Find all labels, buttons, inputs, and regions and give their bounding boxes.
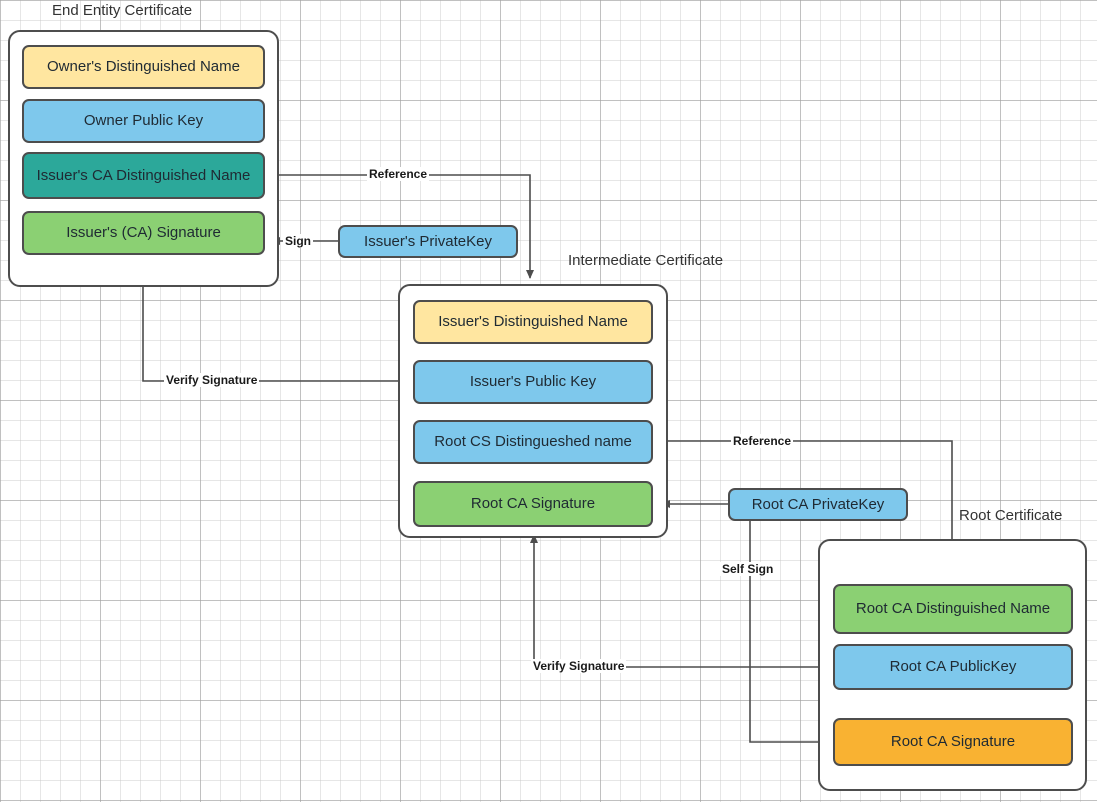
field-issuers-ca-signature: Issuer's (CA) Signature (22, 211, 265, 255)
end-entity-certificate-title: End Entity Certificate (52, 2, 193, 19)
edge-label-verify-signature-top: Verify Signature (164, 373, 260, 387)
field-root-ca-public-key: Root CA PublicKey (833, 644, 1073, 690)
field-issuers-distinguished-name: Issuer's Distinguished Name (413, 300, 653, 344)
edge-self-sign (749, 520, 827, 746)
field-root-ca-distinguished-name: Root CA Distinguished Name (833, 584, 1073, 634)
edge-verify-signature-top (139, 271, 412, 382)
field-root-ca-signature-intermediate: Root CA Signature (413, 481, 653, 527)
edge-label-sign: Sign (283, 234, 313, 248)
edge-label-reference-top: Reference (367, 167, 430, 181)
issuers-private-key-box: Issuer's PrivateKey (338, 225, 518, 258)
root-certificate-title: Root Certificate (959, 507, 1063, 524)
field-root-cs-distingueshed-name: Root CS Distingueshed name (413, 420, 653, 464)
intermediate-certificate-title: Intermediate Certificate (568, 252, 724, 269)
edge-verify-signature-bottom (530, 534, 832, 668)
field-root-ca-signature-root: Root CA Signature (833, 718, 1073, 766)
field-owners-distinguished-name: Owner's Distinguished Name (22, 45, 265, 89)
root-ca-private-key-box: Root CA PrivateKey (728, 488, 908, 521)
edge-label-verify-signature-bottom: Verify Signature (531, 659, 627, 673)
edge-label-reference-bottom: Reference (731, 434, 794, 448)
edge-label-self-sign: Self Sign (720, 562, 776, 576)
field-owner-public-key: Owner Public Key (22, 99, 265, 143)
field-issuers-public-key: Issuer's Public Key (413, 360, 653, 404)
field-issuers-ca-distinguished-name: Issuer's CA Distinguished Name (22, 152, 265, 199)
